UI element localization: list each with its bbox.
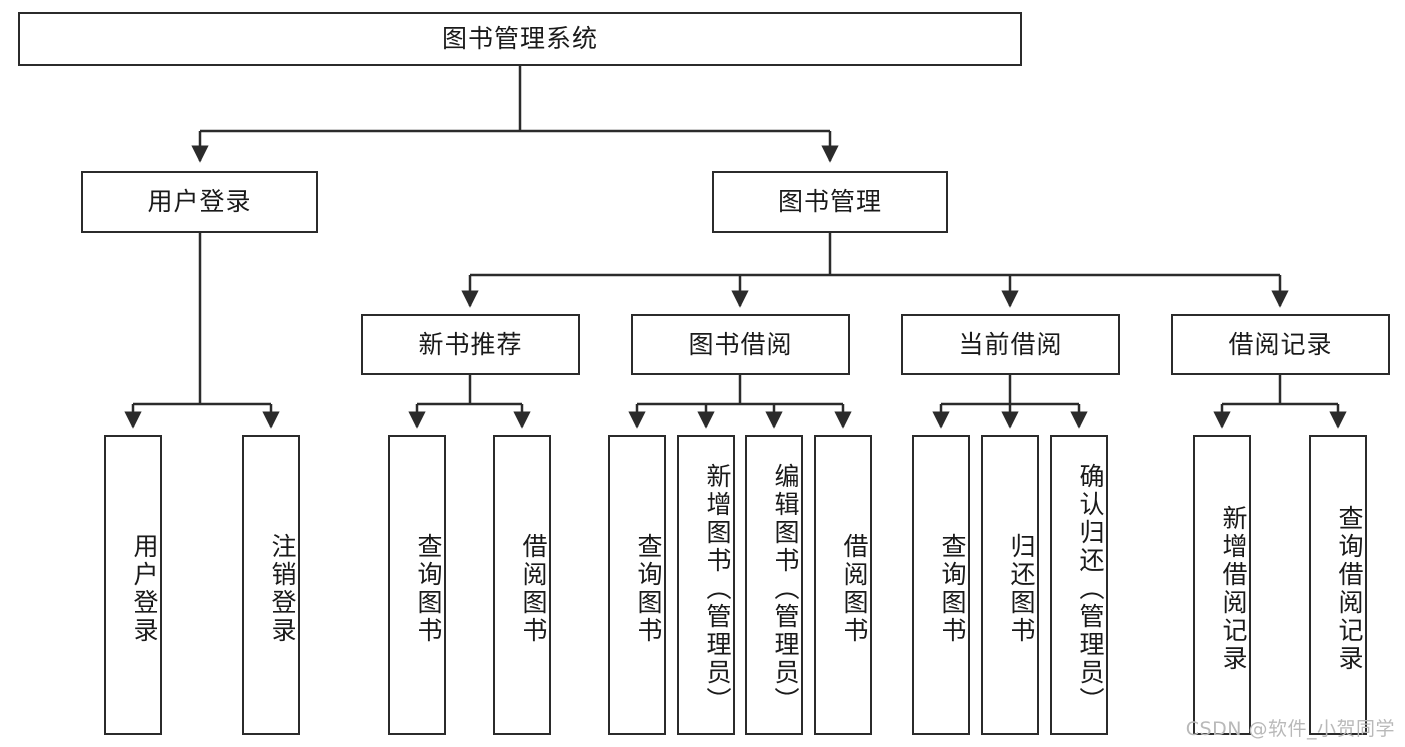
node-leaf-borrow-book-1-label: 借阅图书 [519, 533, 548, 645]
node-leaf-query-book-3-label: 查询图书 [938, 533, 967, 645]
node-root[interactable]: 图书管理系统 [18, 12, 1022, 66]
node-leaf-add-record-label: 新增借阅记录 [1219, 505, 1248, 673]
node-leaf-add-book[interactable]: 新增图书（管理员） [677, 435, 735, 735]
node-leaf-confirm-return-label: 确认归还（管理员） [1076, 463, 1105, 715]
node-leaf-user-logout-label: 注销登录 [268, 533, 297, 645]
node-new-book-recommend[interactable]: 新书推荐 [361, 314, 580, 375]
node-leaf-confirm-return[interactable]: 确认归还（管理员） [1050, 435, 1108, 735]
node-book-borrow[interactable]: 图书借阅 [631, 314, 850, 375]
node-user-login[interactable]: 用户登录 [81, 171, 318, 233]
node-leaf-borrow-book-2-label: 借阅图书 [840, 533, 869, 645]
node-leaf-query-book-3[interactable]: 查询图书 [912, 435, 970, 735]
node-leaf-user-login[interactable]: 用户登录 [104, 435, 162, 735]
node-leaf-query-book-1-label: 查询图书 [414, 533, 443, 645]
node-leaf-query-book-2[interactable]: 查询图书 [608, 435, 666, 735]
node-borrow-record[interactable]: 借阅记录 [1171, 314, 1390, 375]
node-leaf-return-book[interactable]: 归还图书 [981, 435, 1039, 735]
node-leaf-query-book-1[interactable]: 查询图书 [388, 435, 446, 735]
node-book-borrow-label: 图书借阅 [688, 329, 793, 359]
node-current-borrow-label: 当前借阅 [958, 329, 1063, 359]
node-borrow-record-label: 借阅记录 [1228, 329, 1333, 359]
node-leaf-edit-book-label: 编辑图书（管理员） [771, 463, 800, 715]
node-leaf-query-record[interactable]: 查询借阅记录 [1309, 435, 1367, 735]
node-leaf-borrow-book-2[interactable]: 借阅图书 [814, 435, 872, 735]
node-user-login-label: 用户登录 [147, 187, 252, 216]
node-root-label: 图书管理系统 [441, 24, 598, 53]
node-leaf-borrow-book-1[interactable]: 借阅图书 [493, 435, 551, 735]
node-current-borrow[interactable]: 当前借阅 [901, 314, 1120, 375]
node-leaf-query-book-2-label: 查询图书 [634, 533, 663, 645]
node-leaf-return-book-label: 归还图书 [1007, 533, 1036, 645]
node-leaf-user-login-label: 用户登录 [130, 533, 159, 645]
node-leaf-edit-book[interactable]: 编辑图书（管理员） [745, 435, 803, 735]
node-book-manage[interactable]: 图书管理 [712, 171, 948, 233]
node-leaf-add-record[interactable]: 新增借阅记录 [1193, 435, 1251, 735]
node-leaf-user-logout[interactable]: 注销登录 [242, 435, 300, 735]
node-leaf-query-record-label: 查询借阅记录 [1335, 505, 1364, 673]
csdn-watermark: CSDN @软件_小贺同学 [1185, 718, 1395, 740]
node-book-manage-label: 图书管理 [777, 187, 882, 216]
node-new-book-recommend-label: 新书推荐 [418, 329, 523, 359]
node-leaf-add-book-label: 新增图书（管理员） [703, 463, 732, 715]
